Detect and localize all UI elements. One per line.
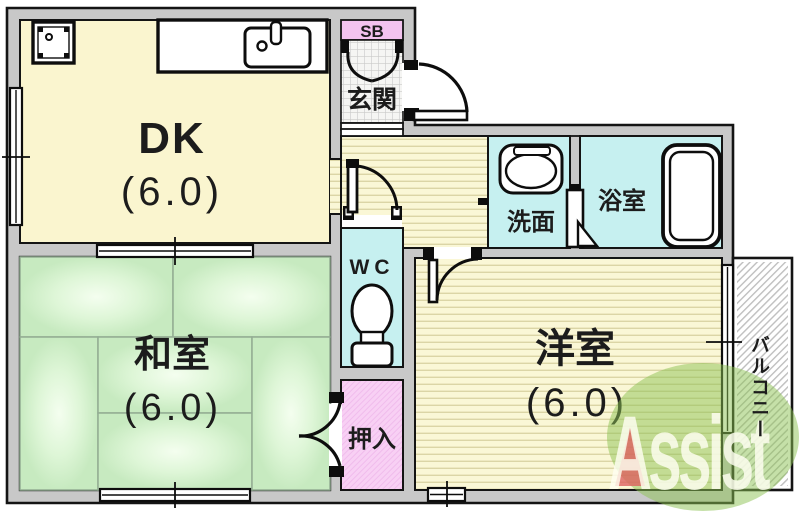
room-size-washitsu: (6.0) (124, 387, 222, 429)
washbasin-icon (498, 143, 564, 195)
wc-threshold (342, 215, 402, 227)
entrance-door (402, 60, 469, 122)
tatami-mat (97, 412, 253, 491)
door-swing-arc (435, 257, 479, 301)
window-yoshitsu-vent (426, 481, 467, 507)
window-dk-washitsu (95, 237, 255, 265)
door-swing-arc (356, 164, 399, 211)
windows (2, 86, 742, 508)
door-swing-arc (418, 62, 469, 113)
watermark-ellipse (607, 363, 799, 511)
room-size-dk: (6.0) (121, 170, 223, 214)
assist-watermark: Assist (607, 363, 799, 512)
tatami-mat (251, 336, 331, 491)
hall-floor (330, 160, 341, 214)
stove-icon (31, 20, 76, 65)
window-dk-left (2, 86, 30, 227)
watermark-red-triangle (615, 427, 645, 486)
watermark-text: Assist (608, 395, 770, 512)
bath-wall-stub (569, 135, 581, 190)
labels: DK (6.0) SB 玄関 洗面 浴室 WC 押入 和室 (6.0) 洋室 (… (121, 22, 646, 453)
bath-door (478, 184, 600, 249)
room-label-wc: WC (350, 256, 395, 279)
yoshitsu-door (423, 247, 482, 304)
room-label-balcony: バルコニー (748, 334, 769, 440)
wc-door (343, 159, 402, 220)
tatami-mat (19, 336, 99, 491)
room-size-yoshitsu: (6.0) (526, 381, 628, 425)
room-label-dk: DK (138, 114, 206, 163)
tatami-mat (172, 256, 331, 338)
genkan-step (340, 122, 404, 137)
room-oshiire-floor (340, 379, 404, 491)
window-washitsu-bottom (98, 482, 252, 508)
room-label-yoshitsu: 洋室 (535, 327, 615, 371)
toilet-icon (350, 283, 394, 368)
shoebox-doors (341, 40, 403, 83)
bathtub-icon (661, 143, 722, 249)
tatami-mat (19, 256, 174, 338)
room-label-washitsu: 和室 (134, 333, 210, 376)
building-outline (5, 6, 735, 505)
oshiire-door (298, 392, 344, 477)
room-label-senmen: 洗面 (507, 209, 555, 236)
kitchen-sink-icon (156, 18, 329, 74)
room-label-genkan: 玄関 (347, 85, 397, 114)
room-label-oshiire: 押入 (348, 426, 396, 453)
room-label-bath: 浴室 (598, 187, 646, 215)
room-label-shoebox: SB (360, 22, 384, 41)
